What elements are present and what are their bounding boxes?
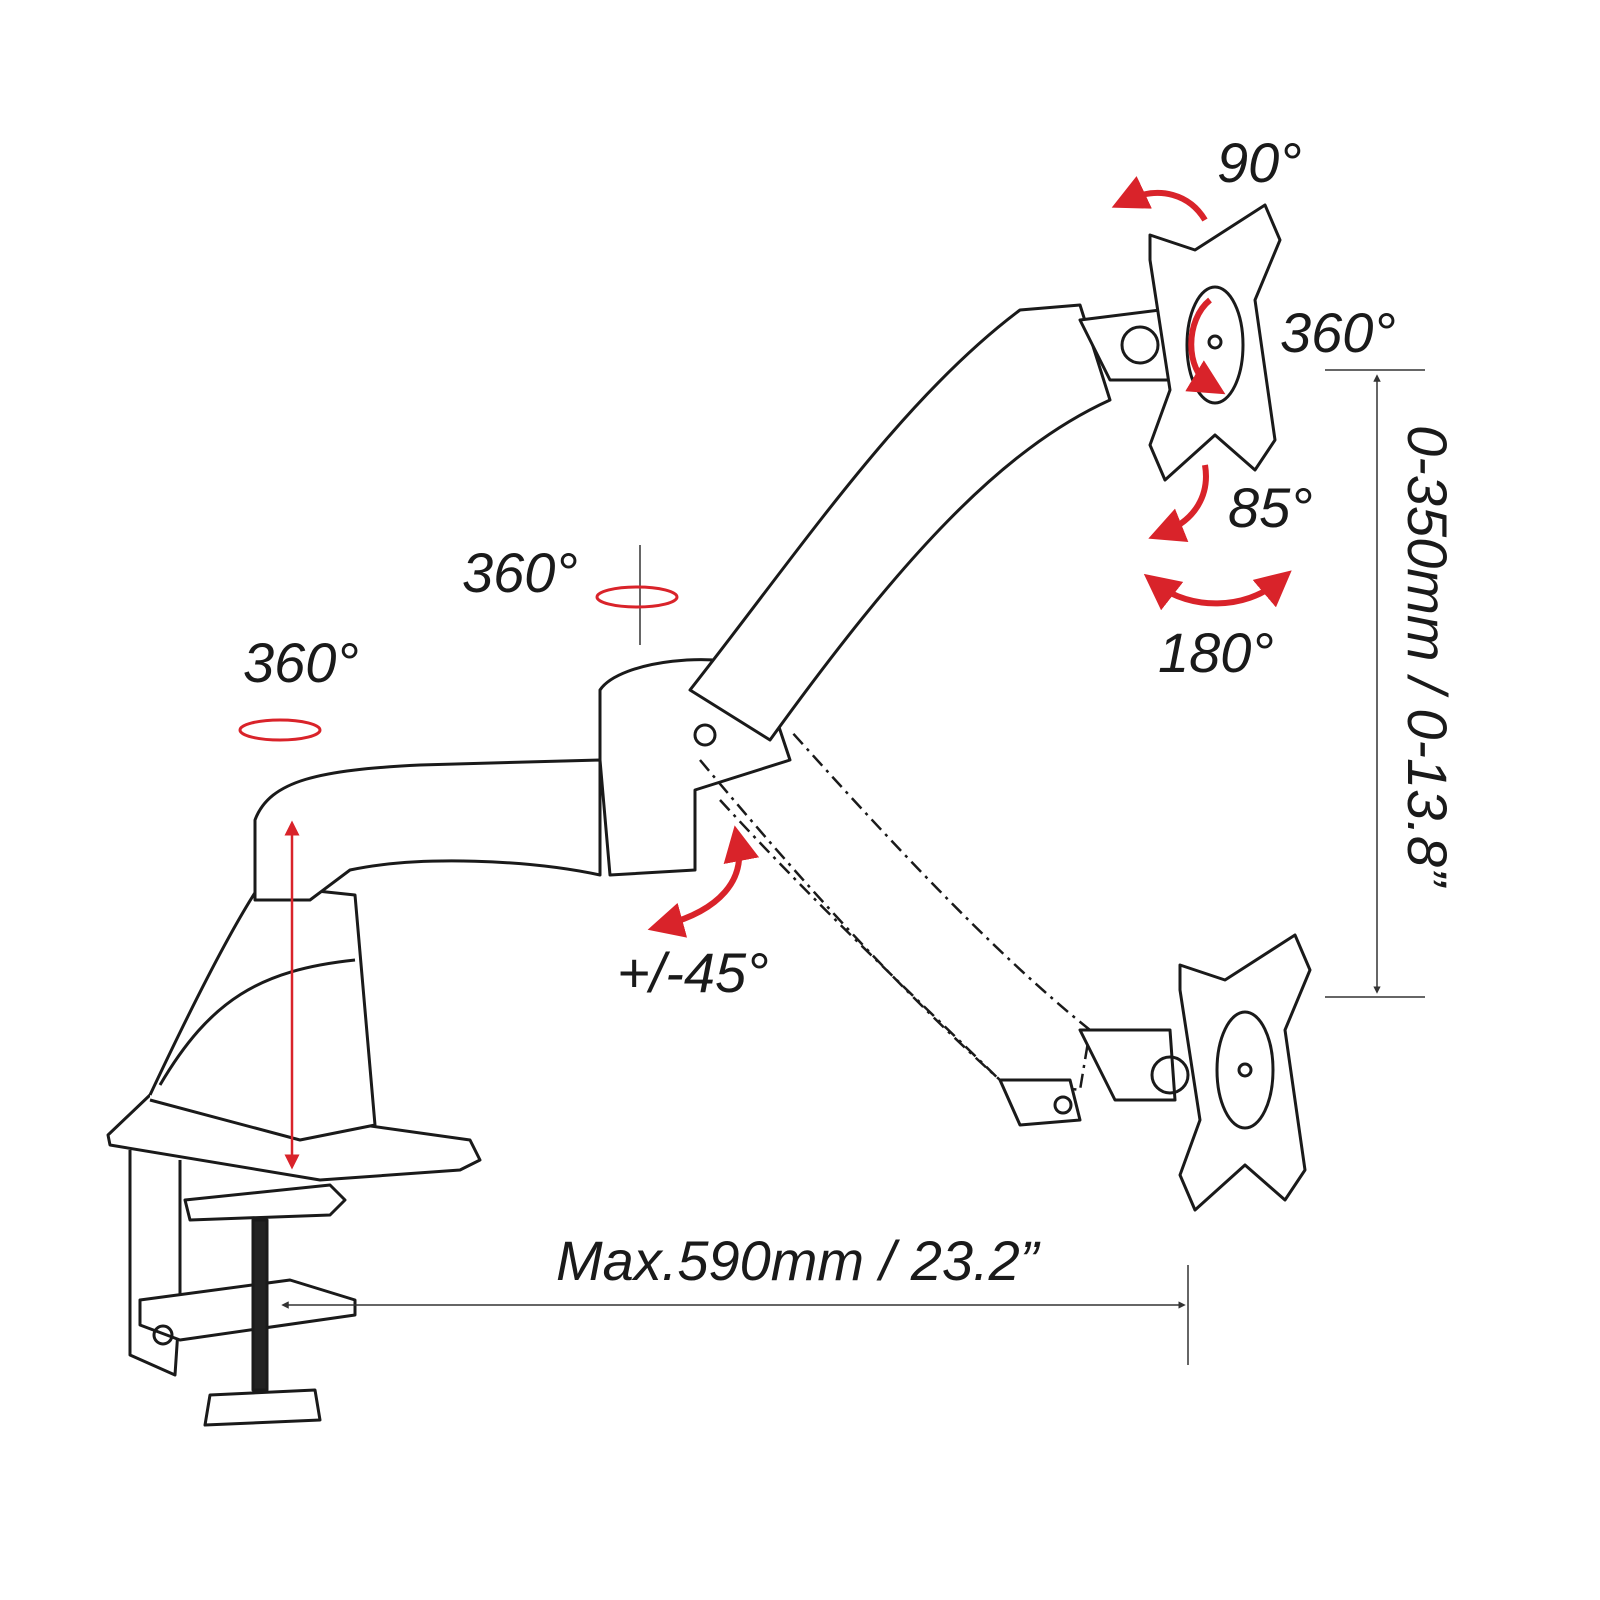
arm-tilt-arrow xyxy=(647,825,760,938)
elbow-swivel-label: 360° xyxy=(462,541,578,604)
swivel-base-arrow xyxy=(238,718,322,742)
tilt-down-label: 85° xyxy=(1228,476,1313,539)
head-swivel-label: 180° xyxy=(1158,621,1274,684)
lower-head xyxy=(998,1028,1190,1127)
rotate-plate-arrow xyxy=(1185,297,1226,395)
desk-clamp xyxy=(106,1093,482,1427)
upper-arm xyxy=(688,303,1172,747)
dimension-lines xyxy=(281,369,1425,1365)
base-swivel-label: 360° xyxy=(243,631,359,694)
arm-tilt-label: +/-45° xyxy=(617,941,769,1004)
swivel-head-arrow xyxy=(1143,570,1292,611)
plate-rotation-label: 360° xyxy=(1280,301,1396,364)
swivel-elbow-arrow xyxy=(595,585,679,609)
height-range-label: 0-350mm / 0-13.8” xyxy=(1396,425,1459,886)
tilt-bottom-arrow xyxy=(1148,464,1209,543)
max-reach-label: Max.590mm / 23.2” xyxy=(556,1229,1039,1292)
vesa-plate-bottom xyxy=(1178,933,1312,1212)
tilt-up-label: 90° xyxy=(1217,131,1302,194)
tilt-top-arrow xyxy=(1111,176,1208,222)
motion-arrows xyxy=(238,176,1292,1170)
lowered-arm-outline xyxy=(699,729,1092,1111)
base-column xyxy=(148,883,377,1142)
vesa-plate-top xyxy=(1148,203,1282,482)
